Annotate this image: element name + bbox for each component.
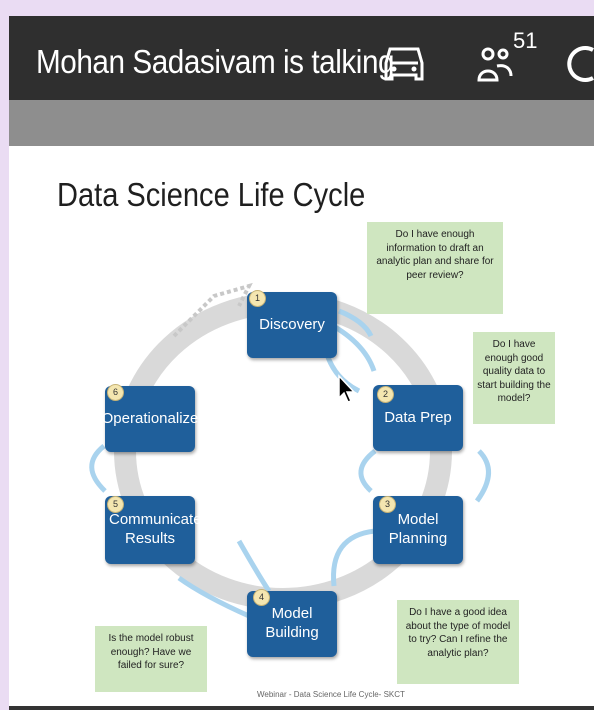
phase-number: 4	[253, 589, 270, 606]
shared-screen-toolbar	[9, 100, 594, 146]
slide-footer: Webinar - Data Science Life Cycle- SKCT	[257, 690, 405, 699]
bottom-divider	[9, 706, 594, 710]
participant-count: 51	[513, 28, 538, 53]
phase-label: Data Prep	[384, 408, 452, 426]
slide-title: Data Science Life Cycle	[57, 176, 366, 213]
speaker-status: Mohan Sadasivam is talking	[36, 43, 395, 80]
phase-number: 2	[377, 386, 394, 403]
meeting-window: Mohan Sadasivam is talking 51	[9, 16, 594, 710]
meeting-top-bar: Mohan Sadasivam is talking 51	[9, 16, 594, 100]
phase-label: Discovery	[259, 315, 325, 333]
phase-label: Communicate Results	[109, 511, 202, 547]
model-building-question-bubble: Is the model robust enough? Have we fail…	[95, 626, 207, 692]
data-prep-question-bubble: Do I have enough good quality data to st…	[473, 332, 555, 424]
discovery-question-bubble: Do I have enough information to draft an…	[367, 222, 503, 314]
phase-number: 6	[107, 384, 124, 401]
model-planning-question-bubble: Do I have a good idea about the type of …	[397, 600, 519, 684]
car-icon[interactable]	[382, 45, 426, 90]
phase-label: Model Building	[265, 605, 319, 641]
phase-number: 1	[249, 290, 266, 307]
more-icon[interactable]	[565, 44, 594, 89]
mouse-cursor-icon	[338, 374, 355, 403]
phase-label: Model Planning	[388, 511, 448, 547]
phase-number: 5	[107, 496, 124, 513]
phase-number: 3	[379, 496, 396, 513]
people-icon[interactable]	[477, 44, 513, 89]
phase-label: Operationalize	[101, 409, 199, 427]
shared-slide: Data Science Life Cycle Discovery 1 Data…	[9, 146, 594, 710]
